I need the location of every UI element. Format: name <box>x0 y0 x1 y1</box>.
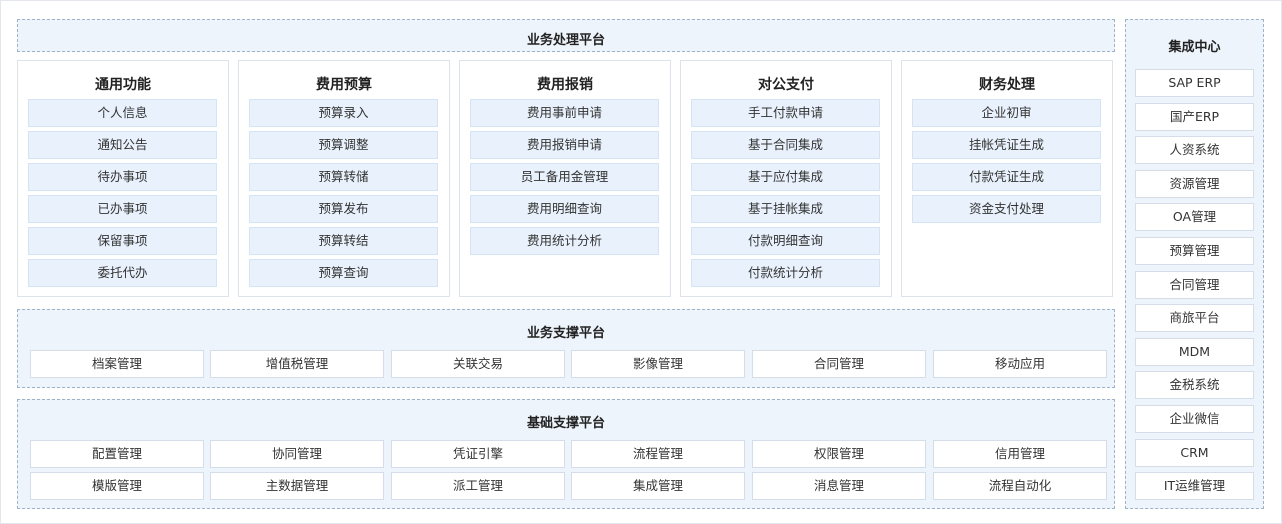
integration-item: SAP ERP <box>1135 69 1254 97</box>
integration-item: OA管理 <box>1135 203 1254 232</box>
module-item: 已办事项 <box>28 195 217 223</box>
module-item: 付款凭证生成 <box>912 163 1101 191</box>
module-item: 预算转储 <box>249 163 438 191</box>
module-item: 保留事项 <box>28 227 217 255</box>
platform-item: 主数据管理 <box>210 472 384 500</box>
integration-item: 企业微信 <box>1135 405 1254 433</box>
platform-item: 信用管理 <box>933 440 1107 468</box>
platform-item: 协同管理 <box>210 440 384 468</box>
platform-item: 增值税管理 <box>210 350 384 378</box>
module-column: 费用预算预算录入预算调整预算转储预算发布预算转结预算查询 <box>238 60 450 297</box>
platform-item: 权限管理 <box>752 440 926 468</box>
module-item: 预算发布 <box>249 195 438 223</box>
integration-item: 人资系统 <box>1135 136 1254 165</box>
integration-item: CRM <box>1135 438 1254 467</box>
integration-item: IT运维管理 <box>1135 472 1254 501</box>
module-item: 基于挂帐集成 <box>691 195 880 223</box>
module-column: 通用功能个人信息通知公告待办事项已办事项保留事项委托代办 <box>17 60 229 297</box>
module-item: 费用统计分析 <box>470 227 659 255</box>
module-item: 预算转结 <box>249 227 438 255</box>
integration-item: MDM <box>1135 337 1254 366</box>
module-item: 费用明细查询 <box>470 195 659 223</box>
module-item: 费用事前申请 <box>470 99 659 127</box>
module-item: 费用报销申请 <box>470 131 659 159</box>
module-item: 企业初审 <box>912 99 1101 127</box>
module-item: 个人信息 <box>28 99 217 127</box>
platform-item: 流程管理 <box>571 440 745 468</box>
module-title: 对公支付 <box>758 77 814 93</box>
business-platform-header: 业务处理平台 <box>17 19 1115 52</box>
integration-item: 商旅平台 <box>1135 304 1254 333</box>
module-title: 通用功能 <box>95 77 151 93</box>
platform-item: 流程自动化 <box>933 472 1107 500</box>
module-item: 预算调整 <box>249 131 438 159</box>
module-item: 委托代办 <box>28 259 217 287</box>
module-item: 付款明细查询 <box>691 227 880 255</box>
platform-item: 集成管理 <box>571 472 745 500</box>
platform-item: 影像管理 <box>571 350 745 378</box>
module-item: 基于合同集成 <box>691 131 880 159</box>
integration-item: 金税系统 <box>1135 371 1254 400</box>
integration-center-title: 集成中心 <box>1168 40 1221 55</box>
module-column: 财务处理企业初审挂帐凭证生成付款凭证生成资金支付处理 <box>901 60 1113 297</box>
module-item: 手工付款申请 <box>691 99 880 127</box>
platform-item: 关联交易 <box>391 350 565 378</box>
module-title: 费用预算 <box>316 77 372 93</box>
integration-center: 集成中心 SAP ERP 国产ERP 人资系统资源管理 OA管理预算管理合同管理商旅平… <box>1125 19 1264 509</box>
module-item: 预算查询 <box>249 259 438 287</box>
platform-item: 配置管理 <box>30 440 204 468</box>
module-item: 通知公告 <box>28 131 217 159</box>
integration-item: 国产ERP <box>1135 102 1254 131</box>
base-platform: 基础支撑平台 配置管理协同管理凭证引擎流程管理权限管理信用管理 模版管理主数据管… <box>17 399 1115 509</box>
module-item: 待办事项 <box>28 163 217 191</box>
platform-item: 派工管理 <box>391 472 565 500</box>
integration-item: 合同管理 <box>1135 270 1254 299</box>
integration-item: 预算管理 <box>1135 237 1254 265</box>
module-title: 费用报销 <box>537 77 593 93</box>
support-platform-title: 业务支撑平台 <box>526 326 605 341</box>
platform-item: 移动应用 <box>933 350 1107 378</box>
platform-item: 档案管理 <box>30 350 204 378</box>
business-platform-title: 业务处理平台 <box>526 33 605 48</box>
module-item: 基于应付集成 <box>691 163 880 191</box>
platform-item: 消息管理 <box>752 472 926 500</box>
platform-item: 合同管理 <box>752 350 926 378</box>
platform-item: 模版管理 <box>30 472 204 500</box>
module-item: 预算录入 <box>249 99 438 127</box>
platform-item: 凭证引擎 <box>391 440 565 468</box>
module-title: 财务处理 <box>979 77 1035 93</box>
base-platform-title: 基础支撑平台 <box>526 416 605 431</box>
module-column: 对公支付手工付款申请基于合同集成基于应付集成基于挂帐集成付款明细查询付款统计分析 <box>680 60 892 297</box>
support-platform: 业务支撑平台 档案管理增值税管理关联交易影像管理合同管理移动应用 <box>17 309 1115 388</box>
module-item: 员工备用金管理 <box>470 163 659 191</box>
module-column: 费用报销费用事前申请费用报销申请员工备用金管理费用明细查询费用统计分析 <box>459 60 671 297</box>
module-item: 付款统计分析 <box>691 259 880 287</box>
integration-item: 资源管理 <box>1135 169 1254 198</box>
module-item: 挂帐凭证生成 <box>912 131 1101 159</box>
module-item: 资金支付处理 <box>912 195 1101 223</box>
